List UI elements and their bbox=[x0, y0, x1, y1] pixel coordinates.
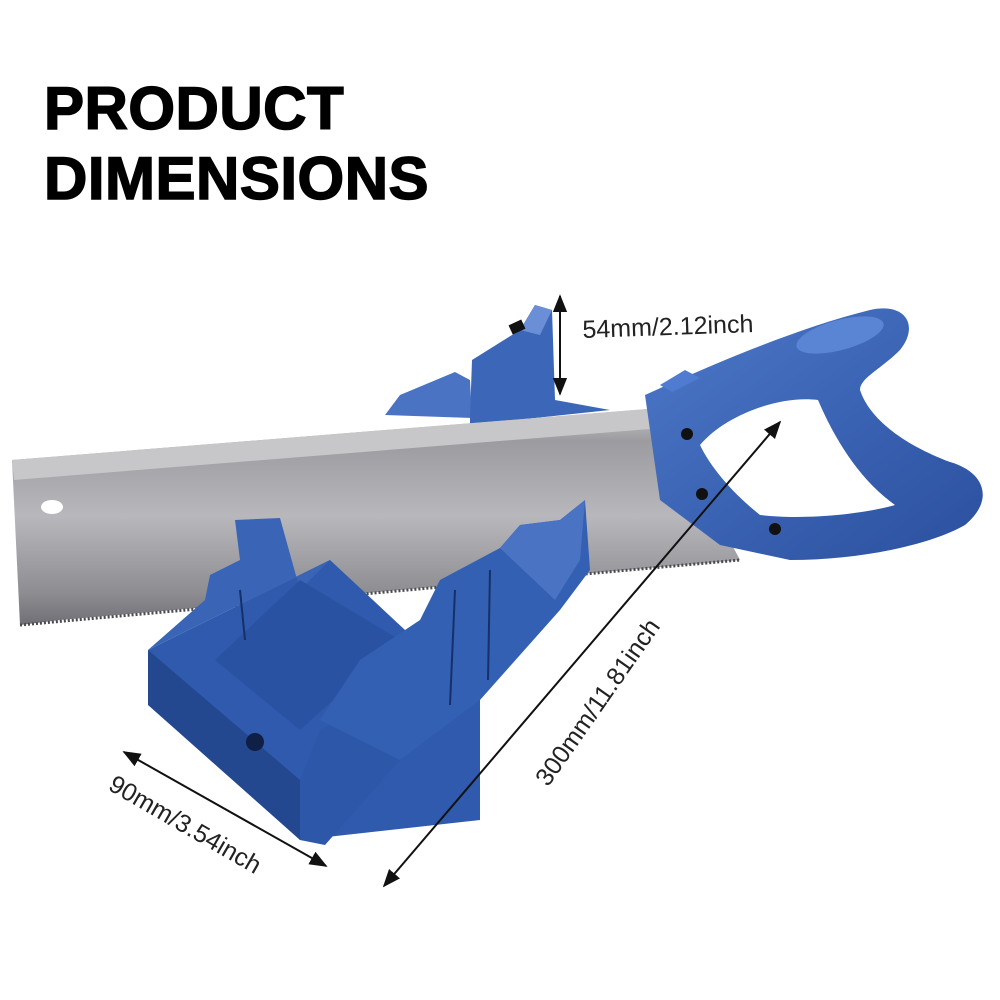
saw-blade bbox=[12, 408, 741, 627]
title-line-2: DIMENSIONS bbox=[43, 144, 430, 213]
height-dimension-label: 54mm/2.12inch bbox=[582, 310, 754, 344]
page-title: PRODUCT DIMENSIONS bbox=[43, 74, 430, 214]
miter-box-back-wall bbox=[385, 305, 610, 425]
title-line-1: PRODUCT bbox=[43, 74, 345, 143]
width-dimension-arrow bbox=[122, 751, 328, 867]
length-dimension-arrow bbox=[382, 420, 782, 888]
